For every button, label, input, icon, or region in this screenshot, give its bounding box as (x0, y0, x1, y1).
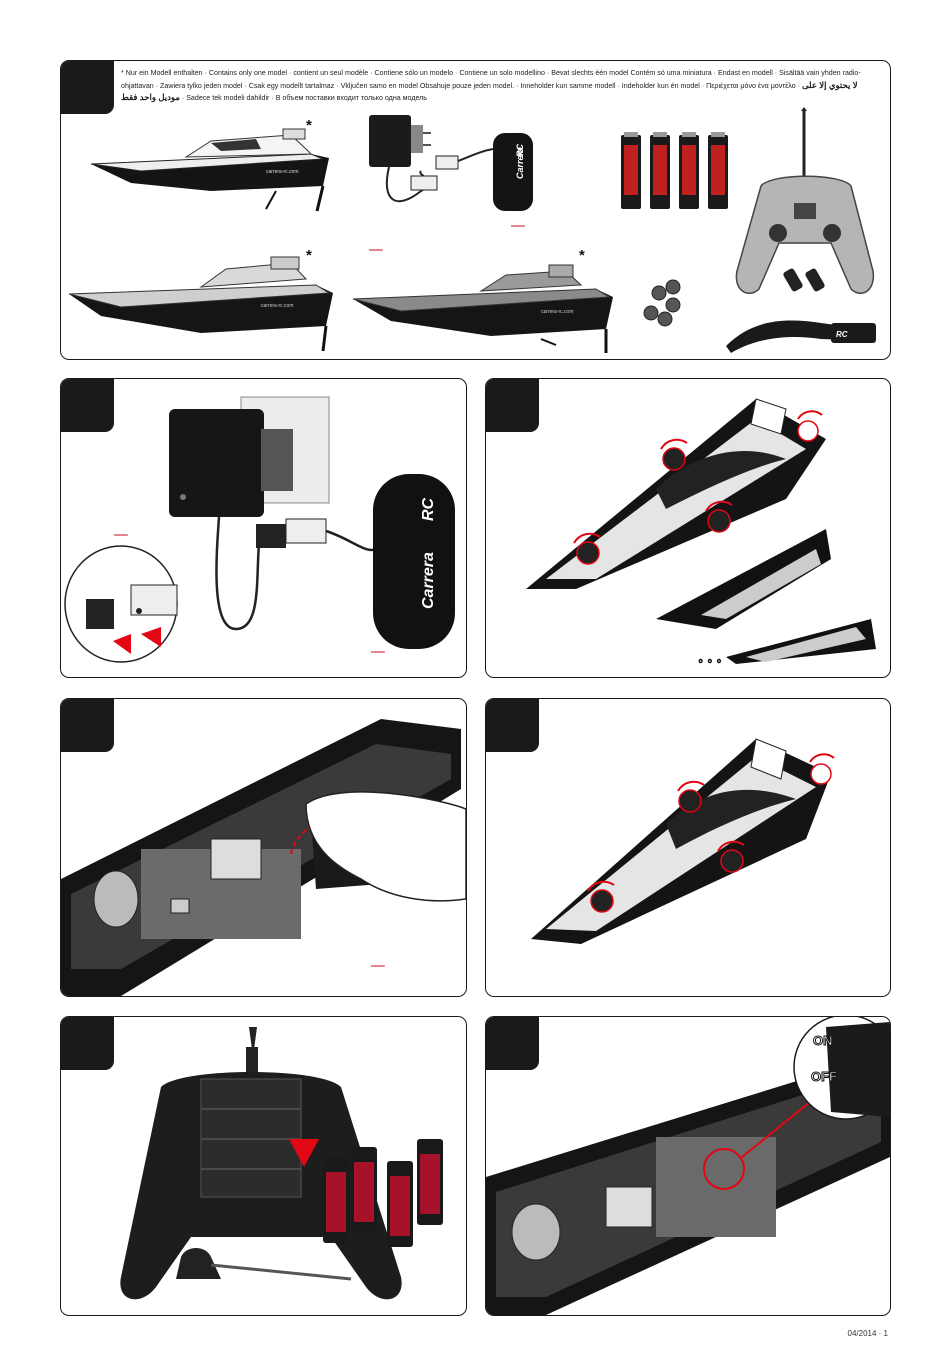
step-tab (61, 379, 114, 432)
step-tab (61, 1017, 114, 1070)
star-mark: * (306, 117, 312, 134)
panel-charging: Carrera RC ═══ ═══ (60, 378, 467, 678)
spare-parts-illustration: RC (643, 279, 876, 353)
dc-symbol: ═══ (371, 649, 385, 656)
boat-grey-illustration: carrera-rc.com (68, 256, 333, 352)
panel-close-hatch (485, 698, 891, 997)
step-tab (486, 379, 539, 432)
dc-symbol: ═══ (114, 532, 128, 539)
boat-white-illustration: carrera-rc.com (90, 128, 329, 212)
transmitter-illustration (735, 107, 875, 294)
transmitter-batteries-illustration (120, 1027, 443, 1300)
boat-black-illustration: carrera-rc.com (352, 264, 613, 353)
battery-logo: Carrera (420, 552, 437, 609)
panel-transmitter-batteries (60, 1016, 467, 1316)
off-label: OFF (811, 1069, 838, 1085)
step-tab (486, 699, 539, 752)
on-label: ON (813, 1033, 833, 1049)
dc-symbol: ═══ (369, 247, 383, 254)
contents-note: * Nur ein Modell enthalten · Contains on… (121, 69, 861, 103)
strap-rc: RC (836, 330, 848, 339)
note-arabic: لا يحتوي إلا على موديل واحد فقط (121, 79, 858, 103)
note-tail: · Sadece tek modeli dahildir · В объем п… (181, 94, 428, 102)
open-hatch-illustration (526, 398, 876, 664)
panel-open-hatch: ⚬⚬⚬ (485, 378, 891, 678)
screws-symbol: ⚬⚬⚬ (696, 656, 724, 668)
dc-symbol: ═══ (511, 223, 525, 230)
step-tab (486, 1017, 539, 1070)
charging-illustration: Carrera RC (64, 396, 455, 663)
panel-contents: * Nur ein Modell enthalten · Contains on… (60, 60, 891, 360)
battery-rc: RC (515, 144, 525, 157)
boat-label: carrera-rc.com (266, 169, 299, 175)
battery-rc: RC (420, 497, 437, 521)
dc-symbol: ═══ (371, 963, 385, 970)
step-tab (61, 699, 114, 752)
boat-label: carrera-rc.com (261, 303, 294, 309)
insert-battery-illustration (61, 719, 466, 996)
footer-date: 04/2014 · 1 (847, 1329, 888, 1338)
boat-label: carrera-rc.com (541, 309, 574, 315)
panel-insert-battery: ═══ (60, 698, 467, 997)
battery-logo: Carrera (515, 147, 525, 179)
power-switch-illustration (486, 1017, 890, 1315)
close-hatch-illustration (531, 738, 835, 944)
step-tab (61, 61, 114, 114)
panel-power-switch: ON OFF (485, 1016, 891, 1316)
charger-battery-illustration: Carrera RC (369, 115, 533, 211)
aa-batteries-illustration (621, 132, 728, 209)
star-mark: * (579, 247, 585, 264)
star-mark: * (306, 247, 312, 264)
